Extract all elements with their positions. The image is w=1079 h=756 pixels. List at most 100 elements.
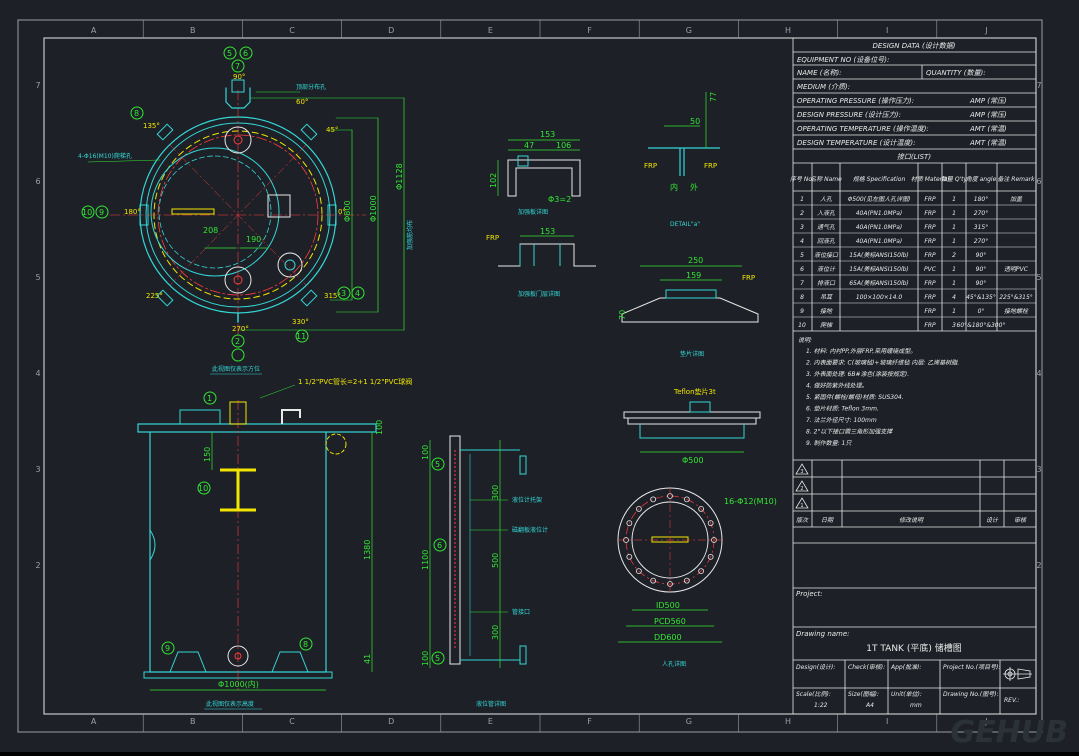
nozzle-cell: 3	[952, 322, 956, 329]
border-row-left-6: 6	[35, 177, 40, 186]
gauge-bottom-nozzle	[519, 645, 527, 665]
dim-1000-side-text: Φ1000(内)	[218, 679, 259, 689]
design-label: Design(设计):	[796, 663, 835, 671]
nozzle-cell: 90°	[976, 266, 987, 273]
nozzle-cell: 1	[952, 196, 956, 203]
nozzle-cell: 入液孔	[817, 209, 836, 217]
nozzle-cell: 透明PVC	[1004, 266, 1029, 273]
nozzle-cell: 225°&315°	[999, 294, 1033, 301]
check-label: Check(审核):	[848, 663, 885, 671]
nozzle-cell: 1	[800, 196, 804, 203]
plate-hole	[517, 155, 529, 167]
equipment-no-label: EQUIPMENT NO (设备位号):	[797, 56, 889, 64]
border-col-bottom-E: E	[488, 717, 493, 726]
nozzle-cell: 加盖	[1010, 195, 1023, 203]
border-row-left-5: 5	[35, 273, 40, 282]
border-col-top-H: H	[785, 26, 791, 35]
border-col-top-D: D	[388, 26, 394, 35]
top-view-handle	[171, 208, 215, 215]
balloon-5: 5	[227, 49, 232, 58]
border-row-right-4: 4	[1036, 369, 1041, 378]
nozzle-cell: 45°&135°	[966, 294, 996, 301]
note-item: 1. 材料: 内衬PP,外层FRP,采用缠绕成型。	[806, 347, 916, 355]
angle-180: 180°	[124, 208, 141, 216]
dim-100-text: 100	[375, 420, 384, 435]
nozzle-cell: 4	[800, 238, 804, 245]
size-value: A4	[865, 702, 874, 709]
gauge-title: 液位管详图	[476, 700, 506, 708]
frp-dim-77: 77	[709, 92, 718, 102]
manhole-dd-text: DD600	[654, 633, 682, 642]
hdr-qty: 数量 Q'ty	[941, 175, 968, 183]
balloon-11: 11	[296, 332, 306, 341]
border-col-top-J: J	[984, 26, 987, 35]
note-item: 8. 2"以下接口需三角形加强支撑	[806, 428, 893, 436]
lug-caption: 加强板门层详图	[518, 290, 560, 298]
lug-225	[156, 289, 174, 307]
balloon-10: 10	[82, 208, 92, 217]
note-stiffener: 加强筋均布	[406, 220, 414, 250]
nozzle-cell: 2	[800, 210, 804, 217]
gasket-label: FRP	[742, 274, 755, 282]
nozzle-row-lines	[793, 204, 1036, 318]
border-row-left-3: 3	[35, 465, 40, 474]
nozzle-cell: FRP	[924, 196, 936, 203]
balloon-2: 2	[235, 337, 240, 346]
nozzle-cell: 8	[800, 294, 804, 301]
nozzle-cell: 吊耳	[820, 294, 833, 301]
nozzle-cell: 回液孔	[817, 237, 836, 245]
nozzle-cell: 7	[800, 280, 804, 287]
nozzle-cell: 90°	[976, 252, 987, 259]
gasket-text-159: 159	[686, 271, 701, 280]
drain-bore	[234, 652, 242, 660]
nozzle-cell: 接地螺栓	[1004, 307, 1029, 315]
gauge-note-1: 液位计托架	[512, 496, 542, 504]
side-view-lid	[137, 423, 377, 433]
gasket-boss	[665, 289, 717, 299]
vent-pipe-side	[281, 409, 301, 424]
design-temp-value: AMT (常温)	[969, 139, 1007, 147]
hdr-spec: 规格 Specification	[853, 175, 906, 183]
bolt-hole	[698, 505, 705, 512]
nozzle-cell: 5	[800, 252, 804, 259]
app-label: App(批准):	[890, 663, 921, 671]
manhole-caption: 人孔详图	[662, 660, 686, 668]
nozzle-cell: 180°	[974, 196, 988, 203]
revision-number: 1	[800, 503, 803, 509]
lug-135	[156, 123, 174, 141]
angle-225: 225°	[146, 292, 163, 300]
border-col-bottom-A: A	[91, 717, 97, 726]
detail-a-plate	[497, 139, 581, 197]
teflon-label: Teflon垫片3t	[673, 387, 716, 396]
nozzle-cell: 通气孔	[817, 223, 836, 231]
plate-dim-text-106: 106	[556, 141, 571, 150]
frp-caption-in: 内	[670, 182, 678, 192]
nozzle-cell: 4	[952, 294, 956, 301]
manhole-pcd-text: PCD560	[654, 617, 686, 626]
angle-60: 60°	[296, 98, 308, 106]
side-balloon-8: 8	[303, 640, 308, 649]
notes-title: 说明:	[798, 336, 812, 344]
gauge-balloon-3: 5	[435, 654, 440, 663]
level-gauge	[429, 435, 527, 668]
border-col-top-I: I	[886, 26, 888, 35]
dim-190-text: 190	[246, 235, 261, 244]
gauge-note-2: 磁翻板液位计	[512, 526, 548, 534]
gasket-detail	[621, 265, 759, 323]
gauge-balloon-2: 6	[437, 541, 442, 550]
hdr-angle: 角度 angle	[966, 175, 997, 183]
frp-label-1: FRP	[644, 162, 657, 170]
side-balloon-9: 9	[165, 644, 170, 653]
nozzle-cell: 270°	[974, 238, 988, 245]
level-nozzle-top	[225, 87, 251, 109]
notes-list: 1. 材料: 内衬PP,外层FRP,采用缠绕成型。2. 内表面要求: C(玻璃毡…	[806, 347, 959, 447]
border-col-top-F: F	[587, 26, 592, 35]
manhole-flange-side	[179, 409, 221, 425]
side-view-balloons	[161, 391, 313, 655]
gasket-text-70: 70	[618, 310, 627, 320]
gauge-top-nozzle	[519, 455, 527, 475]
bolt-hole	[635, 568, 642, 575]
quantity-label: QUANTITY (数量):	[926, 69, 986, 77]
top-view-manhole-inner	[158, 155, 272, 269]
